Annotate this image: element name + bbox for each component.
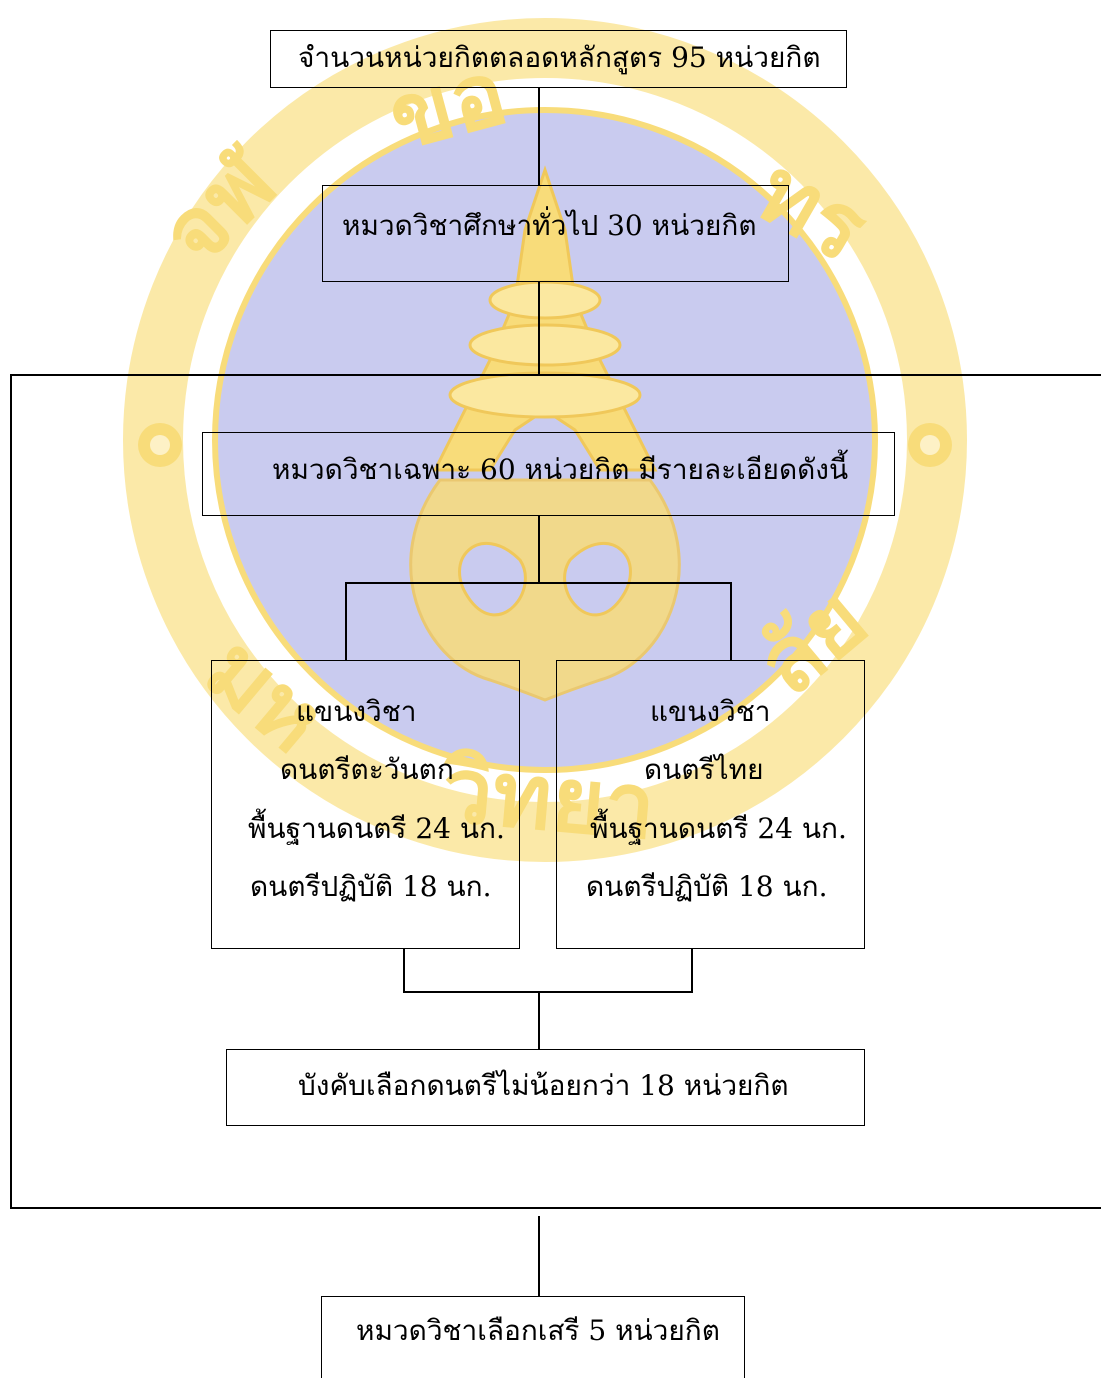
connector-total-general [538, 88, 540, 185]
thai-branch-line-4: ดนตรีปฏิบัติ 18 นก. [586, 870, 828, 903]
connector-general-frame [538, 282, 540, 374]
western-music-branch-box [211, 660, 520, 949]
specific-courses-box [202, 432, 895, 516]
required-selection-text: บังคับเลือกดนตรีไม่น้อยกว่า 18 หน่วยกิต [298, 1069, 789, 1102]
thai-branch-line-1: แขนงวิชา [650, 695, 771, 728]
specific-courses-text: หมวดวิชาเฉพาะ 60 หน่วยกิต มีรายละเอียดดั… [272, 453, 849, 486]
total-credits-box [270, 30, 847, 88]
thai-branch-line-2: ดนตรีไทย [644, 753, 764, 786]
connector-join-required [538, 991, 540, 1049]
connector-specific-split [538, 516, 540, 582]
branch-left-drop [345, 582, 347, 660]
branch-right-drop [730, 582, 732, 660]
branch-split-line [345, 582, 731, 584]
svg-text:วิทยา: วิทยา [437, 737, 660, 860]
free-elective-box [321, 1296, 745, 1378]
join-right-rise [691, 949, 693, 991]
western-branch-line-4: ดนตรีปฏิบัติ 18 นก. [250, 870, 492, 903]
thai-branch-line-3: พื้นฐานดนตรี 24 นก. [590, 812, 847, 845]
general-education-text: หมวดวิชาศึกษาทั่วไป 30 หน่วยกิต [342, 209, 757, 242]
western-branch-line-3: พื้นฐานดนตรี 24 นก. [248, 812, 505, 845]
western-branch-line-2: ดนตรีตะวันตก [280, 753, 454, 786]
join-left-rise [403, 949, 405, 991]
total-credits-text: จำนวนหน่วยกิตตลอดหลักสูตร 95 หน่วยกิต [298, 41, 821, 74]
thai-music-branch-box [556, 660, 865, 949]
required-selection-box [226, 1049, 865, 1126]
western-branch-line-1: แขนงวิชา [296, 695, 417, 728]
outer-frame-left [10, 374, 12, 1208]
free-elective-text: หมวดวิชาเลือกเสรี 5 หน่วยกิต [356, 1314, 720, 1347]
join-line [403, 991, 693, 993]
general-education-box [322, 185, 789, 282]
connector-frame-elective [538, 1216, 540, 1296]
outer-frame-top [10, 374, 1101, 376]
outer-frame-bottom [10, 1207, 1101, 1209]
